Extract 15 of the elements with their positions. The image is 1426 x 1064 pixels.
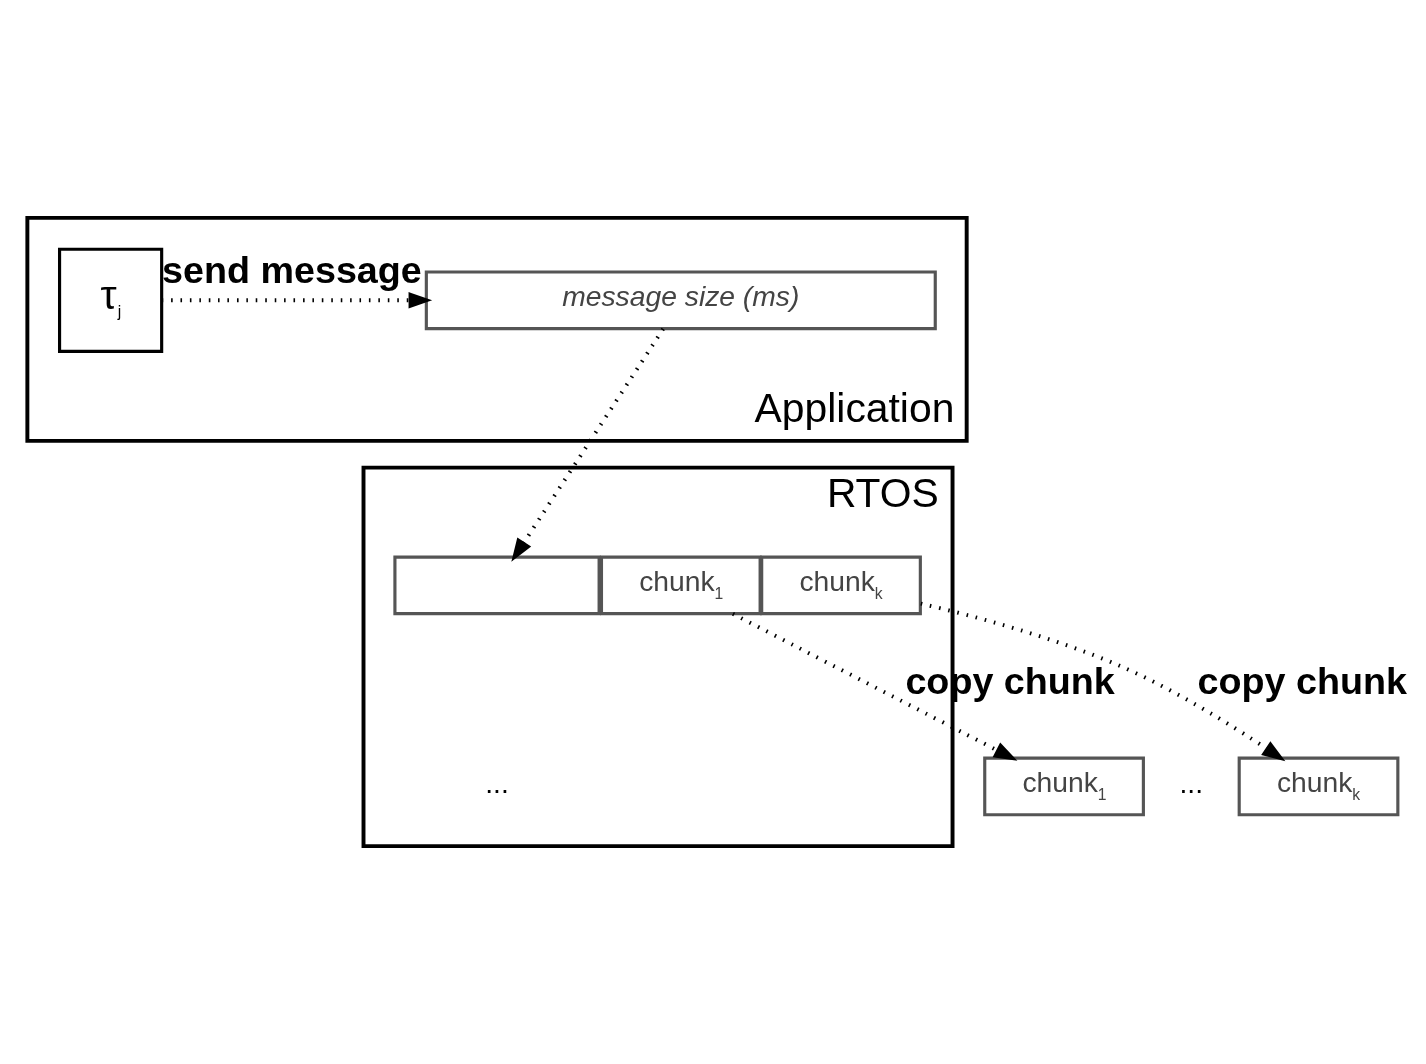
node-box [393, 555, 601, 616]
node-box: chunk$_{1}$ [983, 756, 1145, 817]
arrow [161, 292, 433, 309]
node-box: chunk$_{1}$ [599, 555, 762, 616]
arrow [511, 327, 665, 562]
label: ... [485, 767, 509, 800]
edge-label: copy chunk [1197, 660, 1407, 703]
label: ... [1179, 767, 1204, 800]
arrow [732, 612, 1018, 761]
node-box: chunk$_{k}$ [760, 555, 922, 616]
edge-label: send message [162, 249, 422, 292]
arrow [920, 601, 1286, 762]
node-box: chunk$_{k}$ [1237, 756, 1400, 817]
node-box: τ$_{j}$ [58, 247, 164, 353]
node-box: message size (ms) [424, 270, 937, 331]
